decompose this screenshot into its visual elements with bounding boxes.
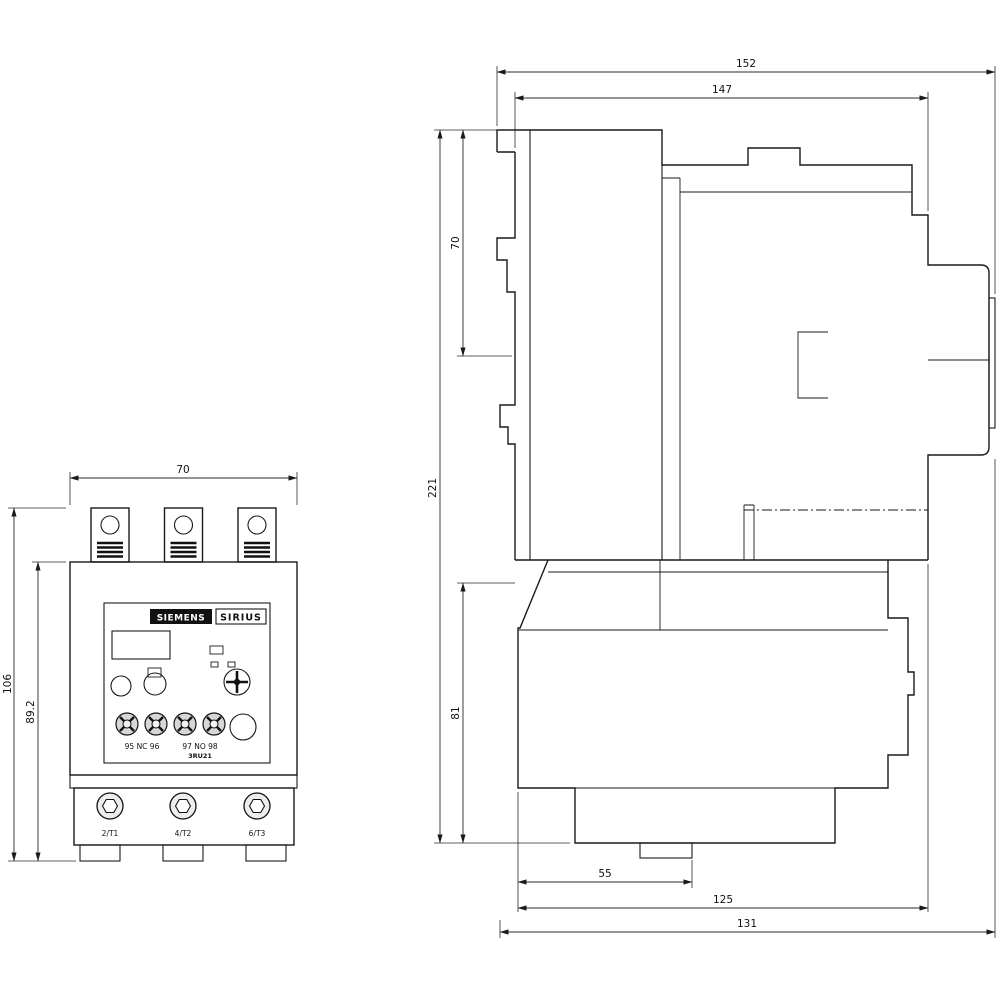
main-terminal-screw-t1 <box>96 792 124 820</box>
adjustment-dial <box>223 668 251 696</box>
main-terminal-screw-t2 <box>169 792 197 820</box>
brand-label: SIEMENS <box>157 614 206 624</box>
test-stop-button <box>110 675 132 697</box>
terminal-label-t2: 4/T2 <box>175 829 192 838</box>
contactor-outline <box>496 129 990 560</box>
aux-terminal-screw-96 <box>143 711 169 737</box>
terminal-label-t1: 2/T1 <box>102 829 119 838</box>
setting-window <box>111 630 171 660</box>
aux-label-left: 95 NC 96 <box>125 742 160 751</box>
mounting-foot-1 <box>79 844 121 862</box>
front-panel <box>103 602 271 764</box>
dim-side-base-total: 131 <box>737 918 757 930</box>
indicator-small-1 <box>210 661 219 668</box>
reset-button <box>143 672 167 696</box>
lower-band <box>69 774 298 789</box>
coil-terminal-plate <box>988 297 996 429</box>
top-terminal-clamp-3 <box>236 506 278 564</box>
dim-front-width: 70 <box>176 464 189 476</box>
mounting-foot-3 <box>245 844 287 862</box>
dim-side-depth-body: 147 <box>712 84 732 96</box>
indicator-window <box>209 645 224 655</box>
dim-side-base-inner: 55 <box>598 868 611 880</box>
dim-front-height-total: 106 <box>2 674 14 694</box>
aux-label-right: 97 NO 98 <box>182 742 218 751</box>
dim-side-height-upper: 70 <box>450 236 462 249</box>
front-view-dimensions: 70 106 89.2 <box>2 464 298 862</box>
dim-front-height-body: 89.2 <box>25 700 37 723</box>
test-button <box>229 713 257 741</box>
aux-terminal-screw-95 <box>114 711 140 737</box>
top-terminal-clamp-2 <box>163 506 204 564</box>
din-rail-plate <box>496 152 516 560</box>
dim-side-base-mid: 125 <box>713 894 733 906</box>
dim-side-height-total: 221 <box>427 478 439 498</box>
series-label: SIRIUS <box>220 613 262 624</box>
terminal-label-t3: 6/T3 <box>249 829 266 838</box>
side-view <box>496 129 996 859</box>
aux-terminal-screw-98 <box>201 711 227 737</box>
series-badge <box>215 608 267 625</box>
dim-side-depth-total: 152 <box>736 58 756 70</box>
aux-terminal-screw-97 <box>172 711 198 737</box>
selector-tab <box>147 667 162 678</box>
indicator-small-2 <box>227 661 236 668</box>
front-view: SIEMENS SIRIUS 95 NC 96 97 NO 98 3RU21 <box>69 506 298 862</box>
contactor-recess <box>797 331 828 399</box>
coupling-pin <box>743 504 755 560</box>
brand-badge <box>150 609 212 624</box>
side-view-dimensions: 152 147 221 70 81 55 125 131 <box>427 58 996 938</box>
overload-relay-outline <box>517 559 915 844</box>
product-code-label: 3RU21 <box>188 752 212 760</box>
top-terminal-clamp-1 <box>89 506 131 564</box>
main-terminal-screw-t3 <box>243 792 271 820</box>
dim-side-height-lower: 81 <box>450 706 462 719</box>
mounting-foot-2 <box>162 844 204 862</box>
relay-mounting-foot <box>639 842 693 859</box>
